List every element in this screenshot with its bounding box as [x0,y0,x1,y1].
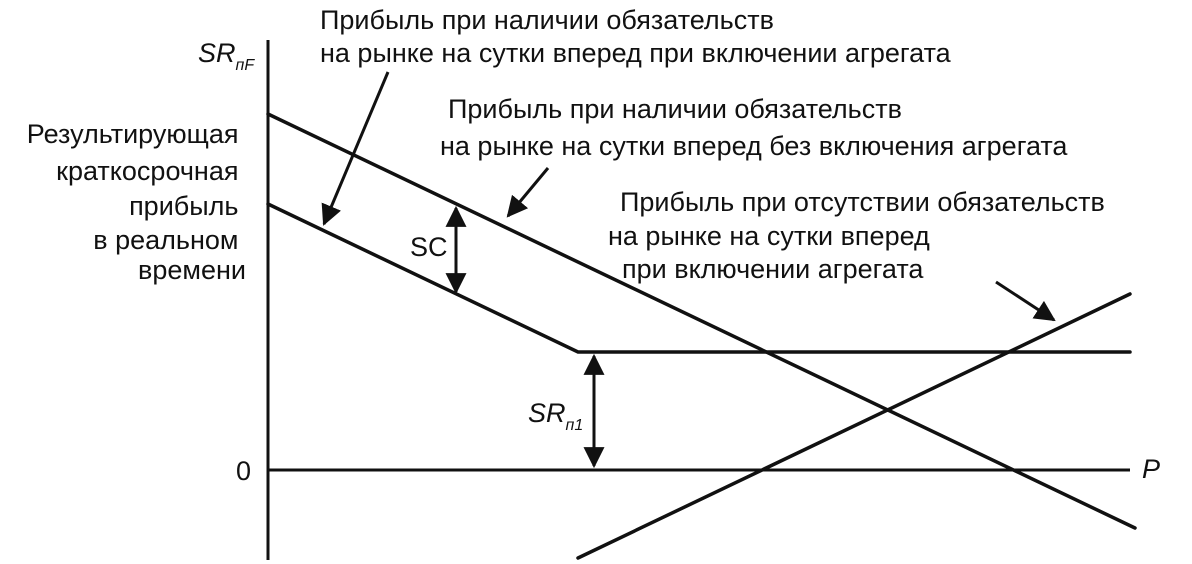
pointer-arrow-no-commitment [995,280,1056,322]
zero-label: 0 [236,456,251,486]
y-axis-caption: Результирующая краткосрочная прибыль в р… [27,119,246,285]
pointer-arrow-commitment-on [321,71,390,226]
x-axis-label: P [1142,454,1160,484]
pointer-arrow-commitment-off [506,167,550,218]
sr-p1-label: SRп1 [528,398,583,434]
line-no-commitment-on [576,292,1132,560]
sc-label: SC [410,232,448,262]
annotation-commitment-on: Прибыль при наличии обязательств на рынк… [320,5,952,68]
annotation-no-commitment-on: Прибыль при отсутствии обязательств на р… [608,187,1112,284]
y-axis-label: SRпF [198,38,255,74]
annotation-commitment-off: Прибыль при наличии обязательств на рынк… [440,94,1068,161]
line-commitment-on [266,202,1132,354]
line-commitment-off [266,112,1137,530]
